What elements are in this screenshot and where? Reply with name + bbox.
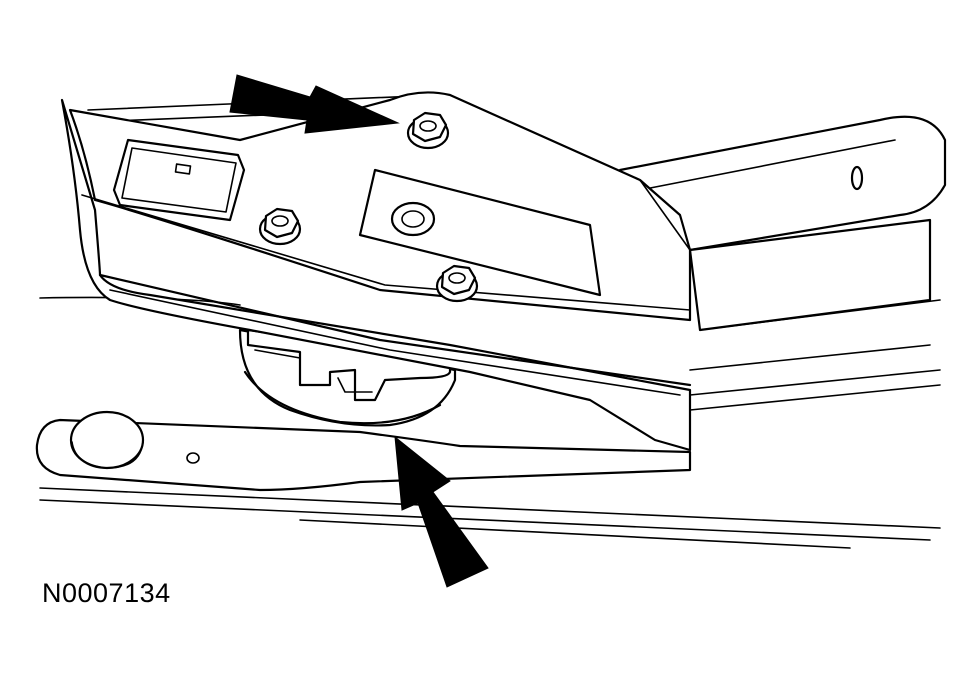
- round-component: [238, 328, 457, 427]
- bolt-middle: [258, 207, 302, 246]
- bolt-top: [406, 111, 450, 150]
- raised-pad: [358, 168, 602, 297]
- lower-lever-arm: [35, 410, 692, 492]
- arrow-component-lower: [394, 435, 489, 588]
- connector-block: [112, 138, 246, 222]
- right-bracket: [618, 115, 947, 411]
- arrow-bolt-upper: [229, 74, 400, 134]
- figure-reference-id: N0007134: [42, 578, 171, 608]
- bolt-lower: [435, 264, 479, 303]
